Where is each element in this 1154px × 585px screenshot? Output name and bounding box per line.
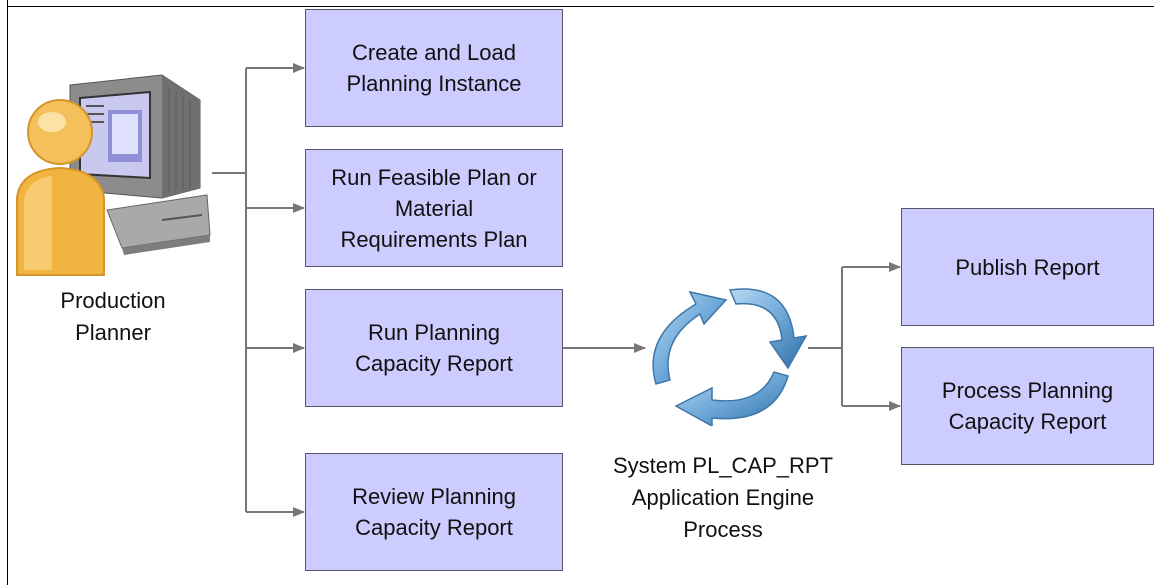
frame-top-border [7,6,1154,7]
actor-label: Production Planner [60,288,166,345]
output-publish-report: Publish Report [901,208,1154,326]
step-run-planning-capacity-report: Run Planning Capacity Report [305,289,563,407]
output-process-planning-capacity-report: Process Planning Capacity Report [901,347,1154,465]
step-review-planning-capacity-report: Review Planning Capacity Report [305,453,563,571]
frame-left-border [7,0,8,585]
step-create-and-load-planning-instance: Create and Load Planning Instance [305,9,563,127]
cycle-arrows-icon [652,288,808,426]
process-label: System PL_CAP_RPT Application Engine Pro… [612,453,834,542]
step-run-feasible-plan: Run Feasible Plan or Material Requiremen… [305,149,563,267]
production-planner-computer-icon [16,74,211,276]
